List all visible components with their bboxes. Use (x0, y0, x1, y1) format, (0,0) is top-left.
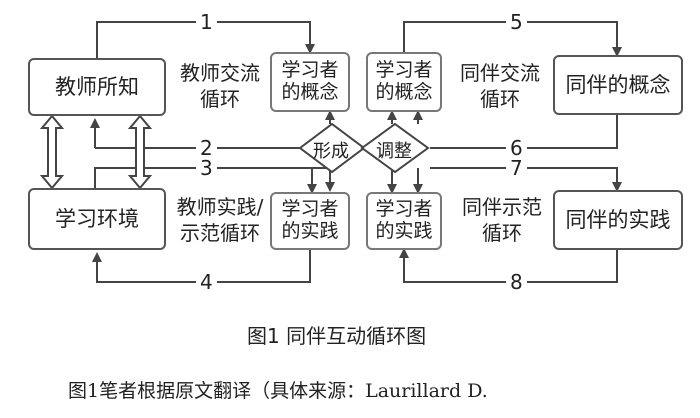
double-arrow-right (127, 114, 153, 190)
arrow-number-2: 2 (196, 138, 217, 158)
arrow-number-1: 1 (196, 12, 217, 32)
label-peer-comm-cycle: 同伴交流 循环 (460, 61, 540, 111)
figure-source-note: 图1笔者根据原文翻译（具体来源：Laurillard D. (68, 380, 488, 402)
label-peer-demo-cycle: 同伴示范 循环 (462, 195, 542, 245)
diamond-adjust-label: 调整 (376, 141, 412, 162)
arrow-number-4: 4 (196, 272, 217, 292)
node-learning-env: 学习环境 (28, 188, 166, 250)
node-learner-concept-right: 学习者 的概念 (366, 52, 442, 112)
node-learner-practice-right: 学习者 的实践 (366, 192, 442, 250)
arrow-number-8: 8 (506, 272, 527, 292)
arrow-7 (430, 167, 622, 192)
diamond-adjust (360, 122, 430, 174)
label-teacher-comm-cycle: 教师交流 循环 (180, 61, 260, 111)
label-teacher-practice-cycle: 教师实践/ 示范循环 (176, 195, 264, 245)
node-peer-concept: 同伴的概念 (553, 55, 683, 115)
diamond-form-label: 形成 (313, 141, 349, 162)
arrow-number-6: 6 (506, 138, 527, 158)
node-learner-practice-left: 学习者 的实践 (270, 192, 350, 250)
node-teacher-knowledge: 教师所知 (28, 58, 166, 116)
node-peer-practice: 同伴的实践 (553, 190, 683, 250)
double-arrow-left (39, 114, 65, 190)
arrow-number-5: 5 (506, 12, 527, 32)
arrow-number-7: 7 (506, 158, 527, 178)
arrow-number-3: 3 (196, 158, 217, 178)
arrow-6 (430, 114, 618, 149)
figure-caption: 图1 同伴互动循环图 (247, 324, 427, 348)
node-learner-concept-left: 学习者 的概念 (270, 52, 350, 112)
